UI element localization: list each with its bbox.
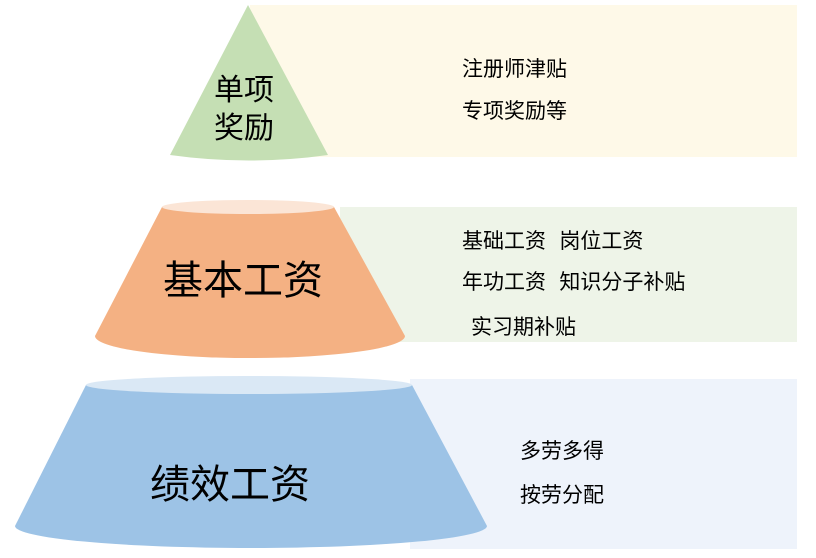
tier-2-shape [95, 200, 405, 358]
tier-2-panel [340, 207, 797, 342]
tier-1-item: 专项奖励等 [462, 99, 567, 123]
tier-1-title-line: 奖励 [214, 111, 274, 146]
tier-3-title: 绩效工资 [150, 462, 310, 508]
tier-1-shape [170, 5, 328, 161]
tier-1-title: 单项 奖励 [214, 72, 274, 148]
tier-3-item: 多劳多得 [520, 439, 604, 463]
tier-1-panel [250, 5, 797, 157]
tier-2-item: 基础工资 岗位工资 [462, 229, 644, 253]
tier-1-title-line: 单项 [214, 73, 274, 108]
tier-3-item: 按劳分配 [520, 483, 604, 507]
tier-2-item: 年功工资 知识分子补贴 [462, 270, 686, 294]
tier-3-shape [15, 376, 487, 548]
tier-2-item: 实习期补贴 [471, 315, 576, 339]
tier-1-item: 注册师津贴 [462, 57, 567, 81]
tier-2-title: 基本工资 [163, 258, 323, 304]
